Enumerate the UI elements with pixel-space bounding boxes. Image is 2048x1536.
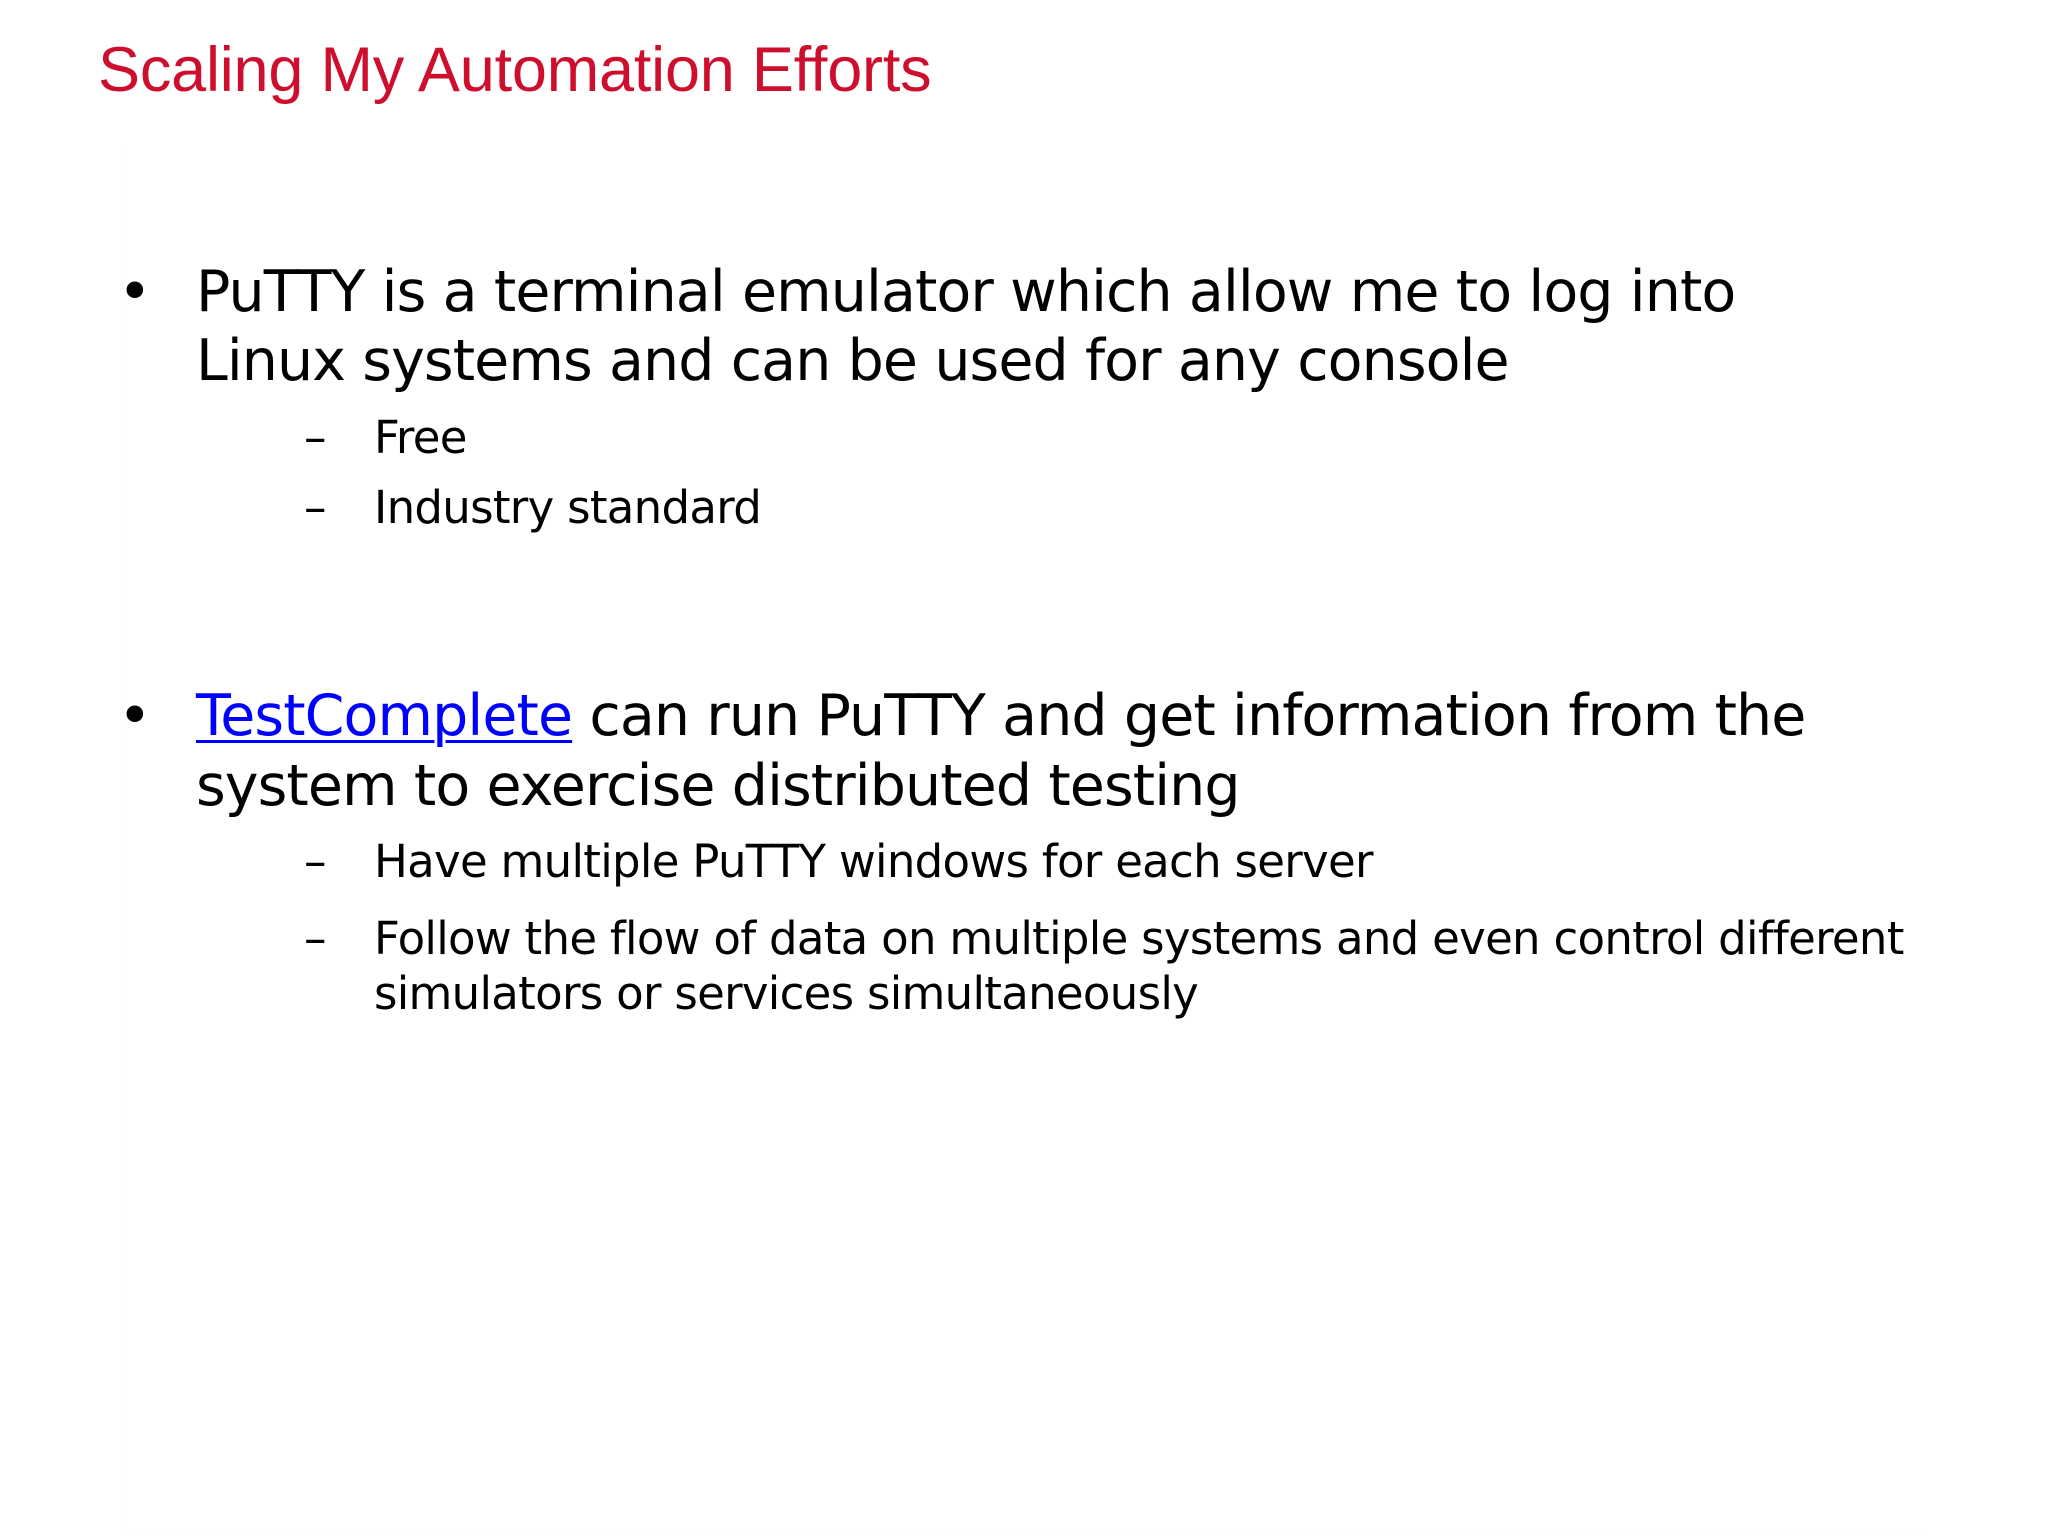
sub-bullet-item-free: – Free (196, 411, 1948, 466)
title-placeholder: Scaling My Automation Efforts (98, 34, 1918, 144)
bullet-list-level1: • PuTTY is a terminal emulator which all… (110, 258, 1948, 1021)
slide-title: Scaling My Automation Efforts (98, 35, 932, 105)
bullet-dash-icon: – (304, 481, 327, 535)
sub-bullet-text-follow-flow: Follow the flow of data on multiple syst… (374, 911, 1904, 1020)
content-placeholder-left-edge (124, 150, 125, 1530)
sub-bullet-item-industry-standard: – Industry standard (196, 481, 1948, 536)
bullet-group-spacer (110, 536, 1948, 682)
sub-bullet-text-multiple-windows: Have multiple PuTTY windows for each ser… (374, 834, 1373, 888)
testcomplete-hyperlink[interactable]: TestComplete (196, 683, 573, 750)
bullet-list-level2-putty: – Free – Industry standard (196, 411, 1948, 537)
sub-bullet-text-industry-standard: Industry standard (374, 481, 762, 535)
bullet-item-putty: • PuTTY is a terminal emulator which all… (110, 258, 1948, 536)
bullet-dash-icon: – (304, 410, 327, 464)
sub-bullet-item-follow-flow: – Follow the flow of data on multiple sy… (196, 912, 1948, 1022)
bullet-dot-icon: • (118, 683, 152, 750)
bullet-dash-icon: – (304, 834, 327, 888)
bullet-dot-icon: • (118, 259, 152, 325)
bullet-item-testcomplete: • TestComplete can run PuTTY and get inf… (110, 682, 1948, 1021)
content-placeholder: • PuTTY is a terminal emulator which all… (110, 258, 1948, 1043)
sub-bullet-item-multiple-windows: – Have multiple PuTTY windows for each s… (196, 835, 1948, 890)
bullet-dash-icon: – (304, 911, 327, 965)
bullet-list-level2-testcomplete: – Have multiple PuTTY windows for each s… (196, 835, 1948, 1022)
sub-bullet-text-free: Free (374, 410, 467, 464)
bullet-text-testcomplete-remainder: can run PuTTY and get information from t… (196, 683, 1806, 819)
bullet-text-putty: PuTTY is a terminal emulator which allow… (196, 259, 1736, 395)
content-placeholder-bottom-edge (124, 1529, 1924, 1530)
bullet-text-testcomplete: TestComplete can run PuTTY and get infor… (196, 682, 1896, 821)
